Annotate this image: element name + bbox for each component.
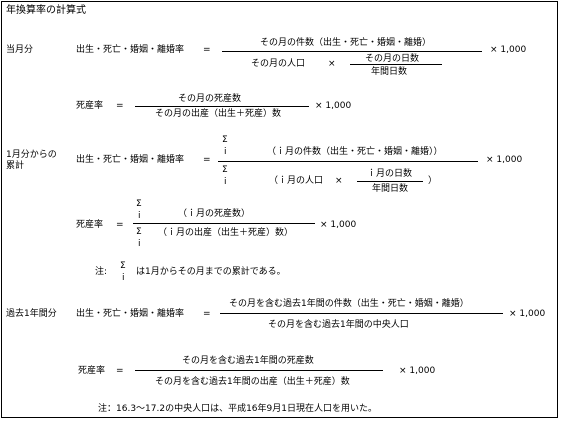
- index-i: i: [138, 211, 141, 221]
- fraction-bar: [135, 106, 309, 107]
- equals-sign: =: [203, 155, 211, 165]
- denominator-population: その月の人口: [251, 59, 306, 69]
- numerator: （ｉ月の件数（出生・死亡・婚姻・離婚））: [267, 147, 443, 157]
- index-i: i: [122, 273, 125, 283]
- times-sign: ×: [328, 59, 336, 69]
- days-numerator: ｉ月の日数: [367, 169, 413, 179]
- times-sign: ×: [335, 176, 343, 186]
- index-i: i: [224, 147, 227, 157]
- denominator: （ｉ月の出産（出生＋死産）数）: [158, 228, 294, 238]
- multiplier: × 1,000: [399, 366, 436, 376]
- sigma-icon: Σ: [222, 135, 228, 145]
- rate1-name: 出生・死亡・婚姻・離婚率: [76, 45, 185, 55]
- fraction-bar: [133, 223, 315, 224]
- rate2-name: 死産率: [78, 366, 106, 376]
- equals-sign: =: [116, 366, 124, 376]
- close-paren: ）: [428, 176, 438, 186]
- sigma-icon: Σ: [136, 227, 142, 237]
- days-fraction-bar: [357, 181, 423, 182]
- footnote: 注：16.3～17.2の中央人口は、平成16年9月1日現在人口を用いた。: [98, 404, 377, 414]
- equals-sign: =: [203, 309, 211, 319]
- index-i: i: [224, 177, 227, 187]
- multiplier: × 1,000: [320, 220, 357, 230]
- days-denominator: 年間日数: [371, 67, 408, 77]
- denominator-population: （ｉ月の人口: [269, 176, 324, 186]
- multiplier: × 1,000: [486, 155, 523, 165]
- note-text: は1月からその月までの累計である。: [136, 267, 286, 277]
- rate2-name: 死産率: [76, 220, 104, 230]
- fraction-bar: [218, 161, 478, 162]
- days-numerator: その月の日数: [365, 54, 420, 64]
- numerator: その月を含む過去1年間の死産数: [182, 356, 314, 366]
- rate2-name: 死産率: [76, 101, 104, 111]
- multiplier: × 1,000: [509, 309, 546, 319]
- section-label-cumulative-2: 累計: [6, 161, 25, 171]
- rate1-name: 出生・死亡・婚姻・離婚率: [76, 309, 185, 319]
- note-label: 注:: [95, 267, 108, 277]
- multiplier: × 1,000: [490, 45, 527, 55]
- section-label-cumulative-1: 1月分からの: [6, 150, 57, 160]
- fraction-bar: [220, 313, 503, 314]
- sigma-icon: Σ: [120, 261, 126, 271]
- page-title: 年換算率の計算式: [6, 5, 86, 16]
- denominator: その月の出産（出生＋死産）数: [155, 109, 282, 119]
- denominator: その月を含む過去1年間の出産（出生＋死産）数: [155, 377, 350, 387]
- fraction-bar: [135, 370, 383, 371]
- sigma-icon: Σ: [136, 199, 142, 209]
- rate1-name: 出生・死亡・婚姻・離婚率: [76, 155, 185, 165]
- multiplier: × 1,000: [315, 101, 352, 111]
- section-label-monthly: 当月分: [6, 45, 34, 55]
- section-label-yearly: 過去1年間分: [6, 309, 57, 319]
- index-i: i: [138, 239, 141, 249]
- equals-sign: =: [116, 220, 124, 230]
- numerator: （ｉ月の死産数）: [178, 209, 251, 219]
- equals-sign: =: [116, 101, 124, 111]
- days-denominator: 年間日数: [372, 184, 409, 194]
- numerator: その月の件数（出生・死亡・婚姻・離婚）: [260, 38, 432, 48]
- fraction-bar: [222, 51, 482, 52]
- days-fraction-bar: [350, 64, 442, 65]
- denominator: その月を含む過去1年間の中央人口: [268, 320, 409, 330]
- equals-sign: =: [203, 45, 211, 55]
- numerator: その月の死産数: [178, 94, 242, 104]
- numerator: その月を含む過去1年間の件数（出生・死亡・婚姻・離婚）: [229, 299, 469, 309]
- sigma-icon: Σ: [222, 165, 228, 175]
